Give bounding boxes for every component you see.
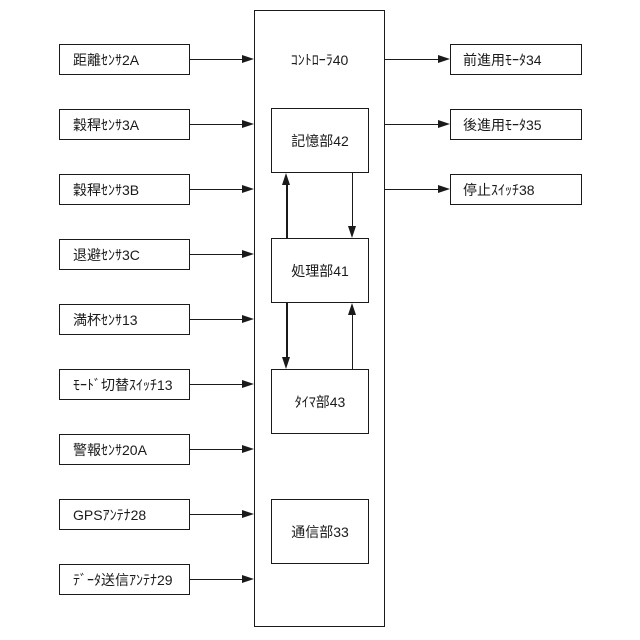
arrow-input-4-line [190,253,242,256]
arrow-input-2-line [190,123,242,126]
arrow-input-2-head [242,120,254,128]
arrow-input-6-line [190,383,242,386]
block-label: 後進用ﾓｰﾀ35 [463,116,542,133]
arrow-input-1-line [190,58,242,61]
block-reverse-motor-35: 後進用ﾓｰﾀ35 [450,109,582,140]
arrow-memory-to-processing-head [347,226,356,238]
arrow-processing-to-timer-line [286,303,288,357]
arrow-memory-to-processing-line [351,173,354,226]
block-label: 距離ｾﾝｻ2A [73,51,140,68]
block-label: 記憶部42 [291,132,349,149]
arrow-processing-to-memory-head [282,173,290,185]
arrow-input-7-line [190,448,242,451]
arrow-output-1-head [438,55,450,63]
block-alarm-sensor-20a: 警報ｾﾝｻ20A [59,434,190,465]
arrow-timer-to-processing-head [347,303,356,315]
block-label: 通信部33 [291,523,349,540]
block-retreat-sensor-3c: 退避ｾﾝｻ3C [59,239,190,270]
controller-title: ｺﾝﾄﾛｰﾗ40 [290,51,349,68]
block-stop-switch-38: 停止ｽｲｯﾁ38 [450,174,582,205]
arrow-input-3-line [190,188,242,191]
block-label: 警報ｾﾝｻ20A [73,441,147,458]
arrow-output-2-head [438,120,450,128]
block-timer-unit-43: ﾀｲﾏ部43 [271,369,369,434]
block-forward-motor-34: 前進用ﾓｰﾀ34 [450,44,582,75]
block-label: 満杯ｾﾝｻ13 [73,311,138,328]
block-label: ﾃﾞｰﾀ送信ｱﾝﾃﾅ29 [73,571,173,588]
block-communication-unit-33: 通信部33 [271,499,369,564]
arrow-timer-to-processing-line [351,314,354,369]
arrow-input-5-head [242,315,254,323]
arrow-input-1-head [242,55,254,63]
arrow-processing-to-timer-head [282,357,290,369]
block-label: 穀稈ｾﾝｻ3B [73,181,140,198]
block-distance-sensor-2a: 距離ｾﾝｻ2A [59,44,190,75]
arrow-input-4-head [242,250,254,258]
arrow-input-9-line [190,578,242,581]
block-grain-culm-sensor-3b: 穀稈ｾﾝｻ3B [59,174,190,205]
arrow-input-8-line [190,513,242,516]
block-data-transmission-antenna-29: ﾃﾞｰﾀ送信ｱﾝﾃﾅ29 [59,564,190,595]
block-label: ﾀｲﾏ部43 [294,393,346,410]
arrow-output-1-line [385,58,438,61]
arrow-input-8-head [242,510,254,518]
block-memory-unit-42: 記憶部42 [271,108,369,173]
block-processing-unit-41: 処理部41 [271,238,369,303]
block-mode-switch-13: ﾓｰﾄﾞ切替ｽｲｯﾁ13 [59,369,190,400]
arrow-input-9-head [242,575,254,583]
block-full-sensor-13: 満杯ｾﾝｻ13 [59,304,190,335]
block-label: 退避ｾﾝｻ3C [73,246,140,263]
arrow-input-6-head [242,380,254,388]
arrow-input-5-line [190,318,242,321]
block-label: 処理部41 [291,262,349,279]
arrow-input-3-head [242,185,254,193]
arrow-output-3-line [385,188,438,191]
arrow-processing-to-memory-line [286,184,288,238]
block-label: 穀稈ｾﾝｻ3A [73,116,140,133]
block-label: ﾓｰﾄﾞ切替ｽｲｯﾁ13 [73,376,173,393]
block-label: 前進用ﾓｰﾀ34 [463,51,542,68]
arrow-output-2-line [385,123,438,126]
block-label: 停止ｽｲｯﾁ38 [463,181,535,198]
arrow-input-7-head [242,445,254,453]
arrow-output-3-head [438,185,450,193]
block-grain-culm-sensor-3a: 穀稈ｾﾝｻ3A [59,109,190,140]
block-gps-antenna-28: GPSｱﾝﾃﾅ28 [59,499,190,530]
block-label: GPSｱﾝﾃﾅ28 [73,506,147,523]
